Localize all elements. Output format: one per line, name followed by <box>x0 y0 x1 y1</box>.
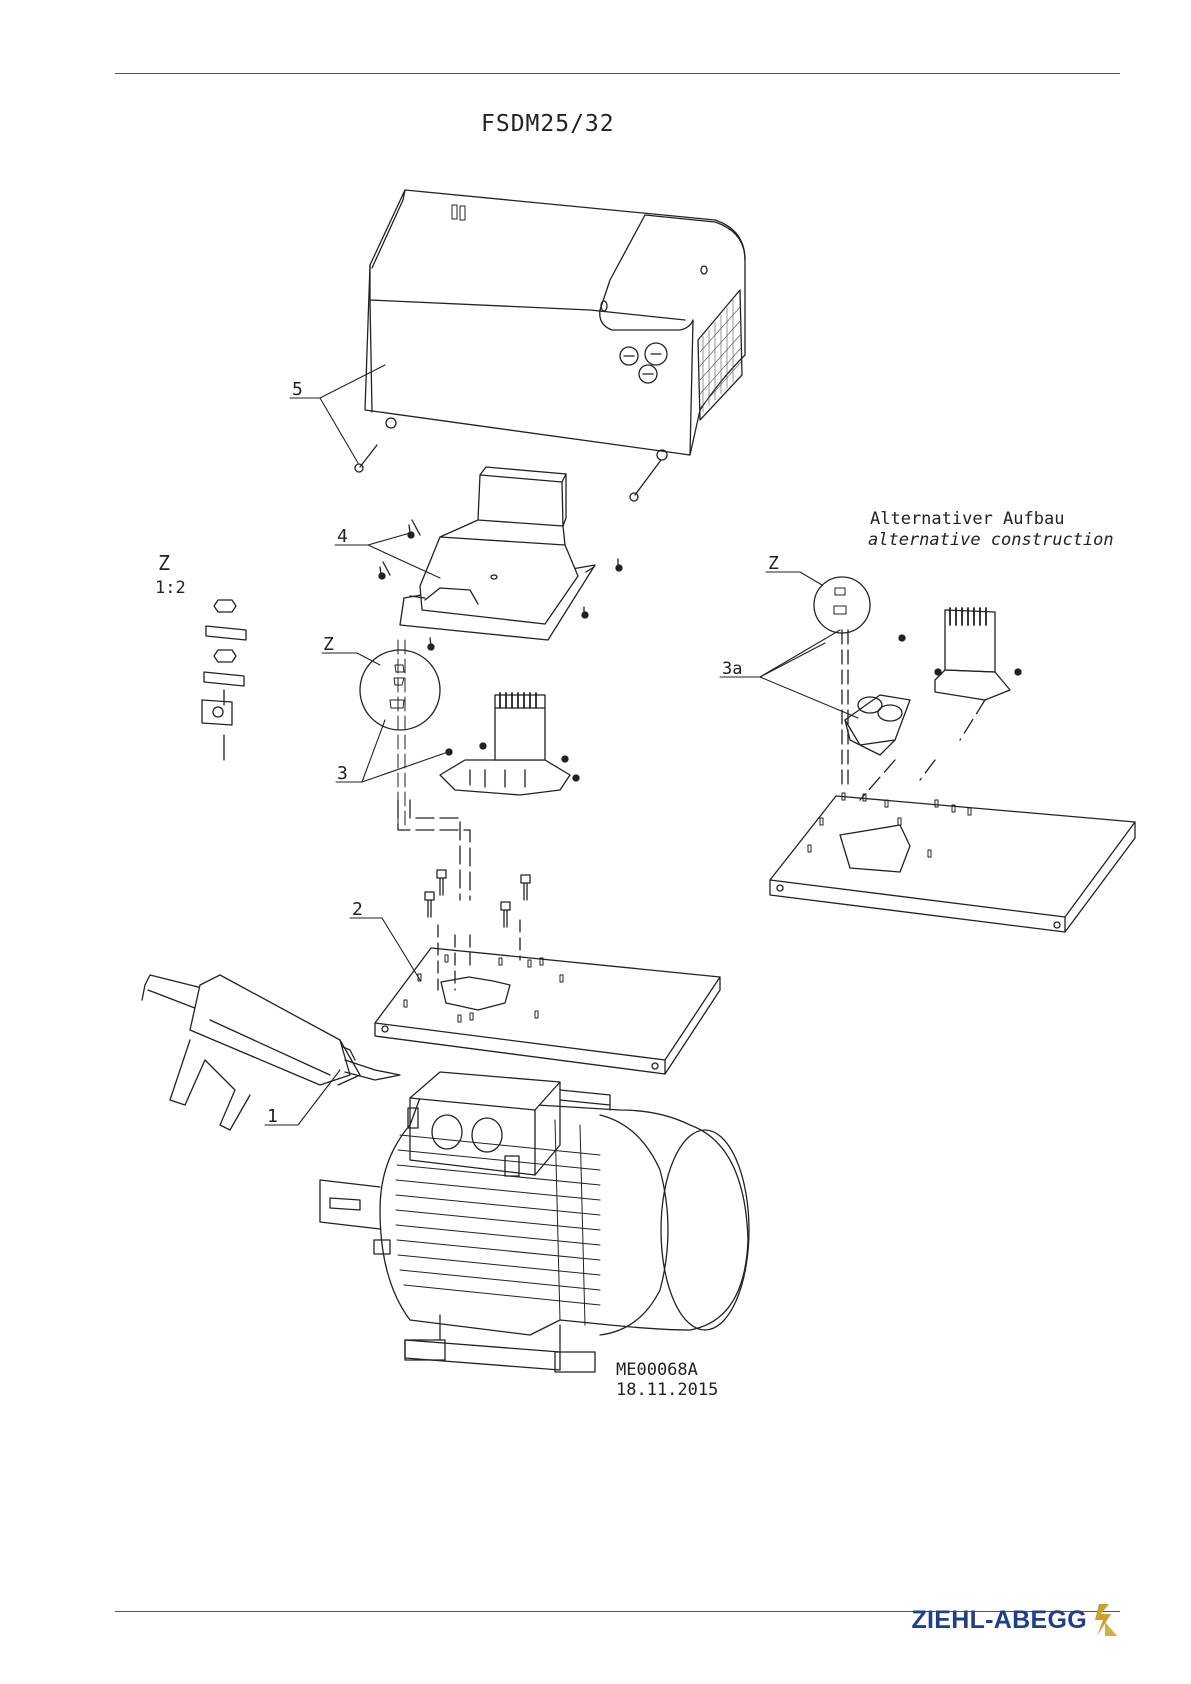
callout-3: 3 <box>337 763 348 784</box>
callout-2: 2 <box>352 899 363 920</box>
drawing-number: ME00068A <box>616 1360 698 1380</box>
callout-z-center: Z <box>323 634 334 655</box>
brand-name: ZIEHL-ABEGG <box>911 1606 1087 1635</box>
drawing-date: 18.11.2015 <box>616 1380 718 1400</box>
callout-5: 5 <box>292 379 303 400</box>
inner-casing <box>379 467 622 650</box>
callout-1: 1 <box>267 1106 278 1127</box>
brand-logo: ZIEHL-ABEGG <box>911 1600 1121 1640</box>
alternative-construction <box>770 577 1135 932</box>
electric-motor <box>320 1072 749 1372</box>
housing-cover <box>355 190 745 501</box>
detail-scale: 1:2 <box>155 578 186 598</box>
callout-z-left: Z <box>158 551 170 575</box>
alt-construction-en: alternative construction <box>868 530 1114 550</box>
terminal-unit <box>360 640 579 900</box>
drawing-title: FSDM25/32 <box>481 111 615 137</box>
ziehl-abegg-logo-mark-icon <box>1091 1600 1121 1640</box>
callout-3a: 3a <box>722 659 742 679</box>
callout-4: 4 <box>337 526 348 547</box>
alt-construction-de: Alternativer Aufbau <box>870 509 1064 529</box>
callout-z-right: Z <box>768 553 779 574</box>
detail-z-scale <box>202 600 246 760</box>
mounting-plate <box>375 870 720 1074</box>
